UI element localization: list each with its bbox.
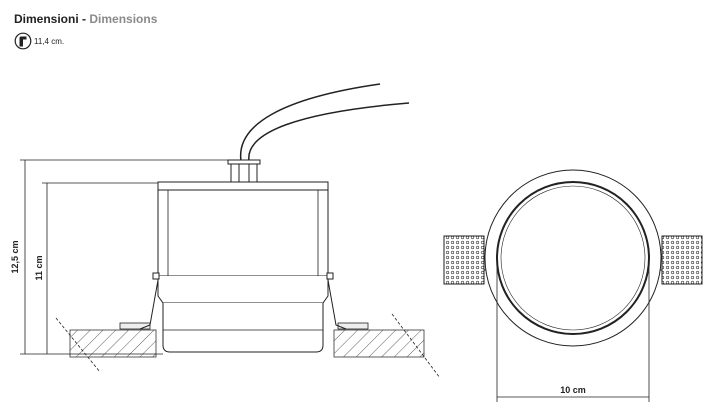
spring-right [326, 272, 347, 330]
title-separator: - [78, 12, 90, 26]
ceiling-section-right [333, 329, 425, 358]
dimension-total-height [20, 159, 228, 355]
title-italian: Dimensioni [14, 12, 79, 26]
body-height-label: 11 cm [34, 255, 44, 280]
top-view: 10 cm [443, 169, 703, 402]
total-height-label: 12,5 cm [10, 240, 20, 273]
side-view: 12,5 cm 11 cm [10, 83, 441, 379]
inner-ring [496, 181, 650, 335]
header: Dimensioni - Dimensions 11,4 cm. [14, 12, 157, 50]
dimension-diameter [496, 262, 650, 402]
power-cables [239, 83, 410, 162]
spring-left [139, 272, 160, 330]
break-lines [55, 313, 441, 379]
cutout-value: 11,4 cm. [34, 36, 65, 46]
title-english: Dimensions [89, 12, 158, 26]
ceiling-cutout-icon [14, 32, 32, 50]
cable-gland [227, 159, 261, 183]
page-title: Dimensioni - Dimensions [14, 12, 157, 26]
lamp-body [157, 181, 329, 353]
ceiling-section-left [69, 329, 157, 358]
cutout-info: 11,4 cm. [14, 32, 157, 50]
spring-clip-right [651, 235, 703, 285]
lens [500, 185, 646, 331]
diameter-label: 10 cm [560, 385, 586, 395]
dimension-body-height [42, 182, 158, 354]
